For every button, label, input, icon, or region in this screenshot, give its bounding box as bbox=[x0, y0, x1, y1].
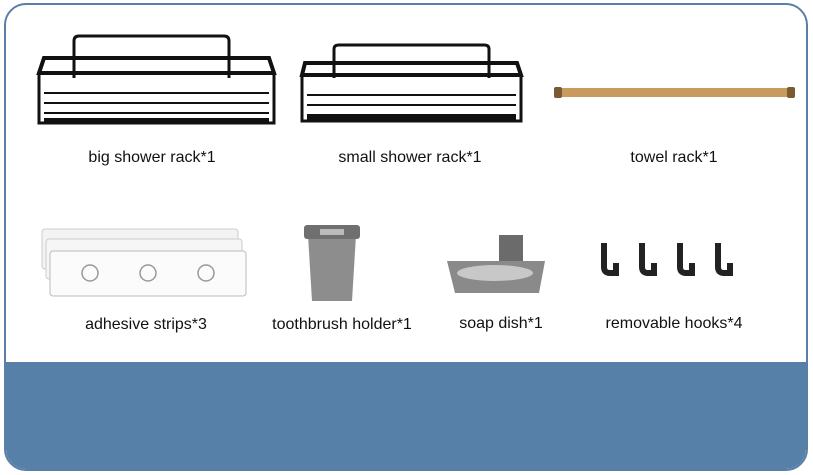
item-label: small shower rack*1 bbox=[338, 149, 482, 166]
big-shower-rack-image bbox=[36, 34, 277, 125]
towel-rack-image bbox=[554, 87, 795, 98]
item-label: removable hooks*4 bbox=[605, 315, 743, 332]
small-shower-rack-image bbox=[299, 43, 524, 123]
item-label: towel rack*1 bbox=[630, 149, 718, 166]
item-label: toothbrush holder*1 bbox=[272, 316, 412, 333]
footer-band bbox=[6, 362, 806, 469]
package-contents-panel: big shower rack*1 small shower rack*1 to… bbox=[4, 3, 808, 471]
toothbrush-holder-image bbox=[304, 225, 360, 301]
item-label: adhesive strips*3 bbox=[85, 316, 207, 333]
item-label: soap dish*1 bbox=[459, 315, 543, 332]
item-label: big shower rack*1 bbox=[88, 149, 216, 166]
soap-dish-image bbox=[447, 235, 545, 293]
removable-hooks-image bbox=[601, 243, 733, 276]
adhesive-strips-image bbox=[41, 228, 247, 297]
